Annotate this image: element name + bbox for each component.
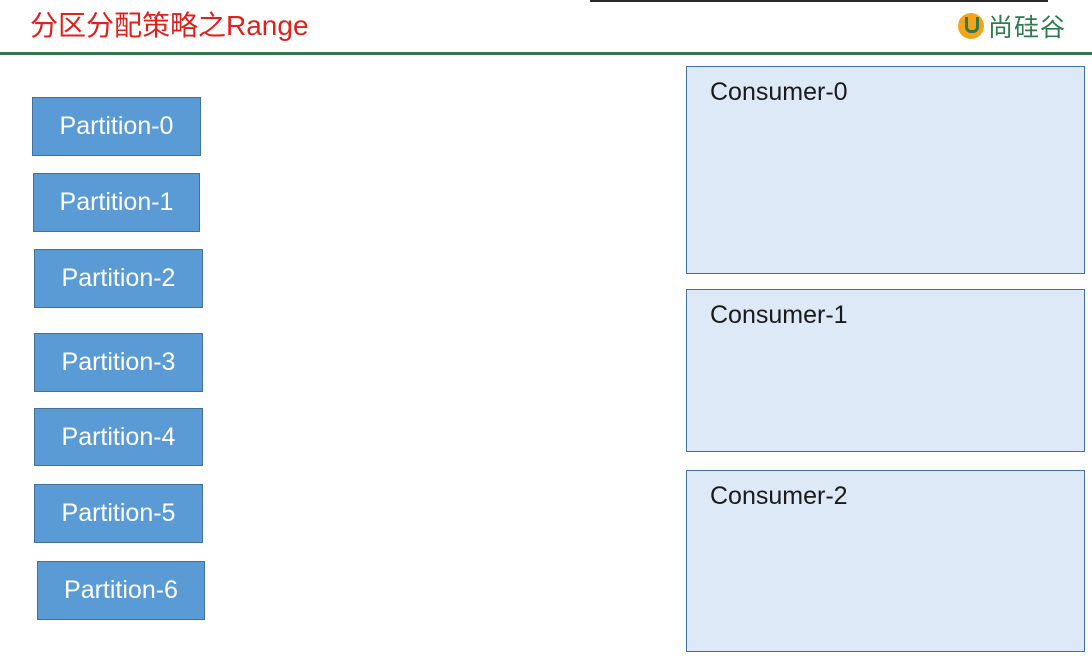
- header-rule: [0, 52, 1092, 55]
- partition-box-6: Partition-6: [37, 561, 205, 620]
- top-divider-line: [590, 0, 1048, 2]
- partition-box-0: Partition-0: [32, 97, 201, 156]
- brand-u-logo-icon: [958, 13, 984, 39]
- slide-title: 分区分配策略之Range: [30, 10, 309, 41]
- consumer-label-1: Consumer-1: [710, 301, 848, 329]
- consumer-label-2: Consumer-2: [710, 482, 848, 510]
- consumer-box-2: Consumer-2: [686, 470, 1085, 652]
- brand-logo: 尚硅谷: [958, 6, 1066, 46]
- consumer-box-0: Consumer-0: [686, 66, 1085, 274]
- partition-box-5: Partition-5: [34, 484, 203, 543]
- partition-box-3: Partition-3: [34, 333, 203, 392]
- consumer-box-1: Consumer-1: [686, 289, 1085, 452]
- partition-box-1: Partition-1: [33, 173, 200, 232]
- brand-logo-text: 尚硅谷: [988, 13, 1067, 42]
- partition-box-2: Partition-2: [34, 249, 203, 308]
- consumer-label-0: Consumer-0: [710, 78, 848, 106]
- partition-box-4: Partition-4: [34, 408, 203, 466]
